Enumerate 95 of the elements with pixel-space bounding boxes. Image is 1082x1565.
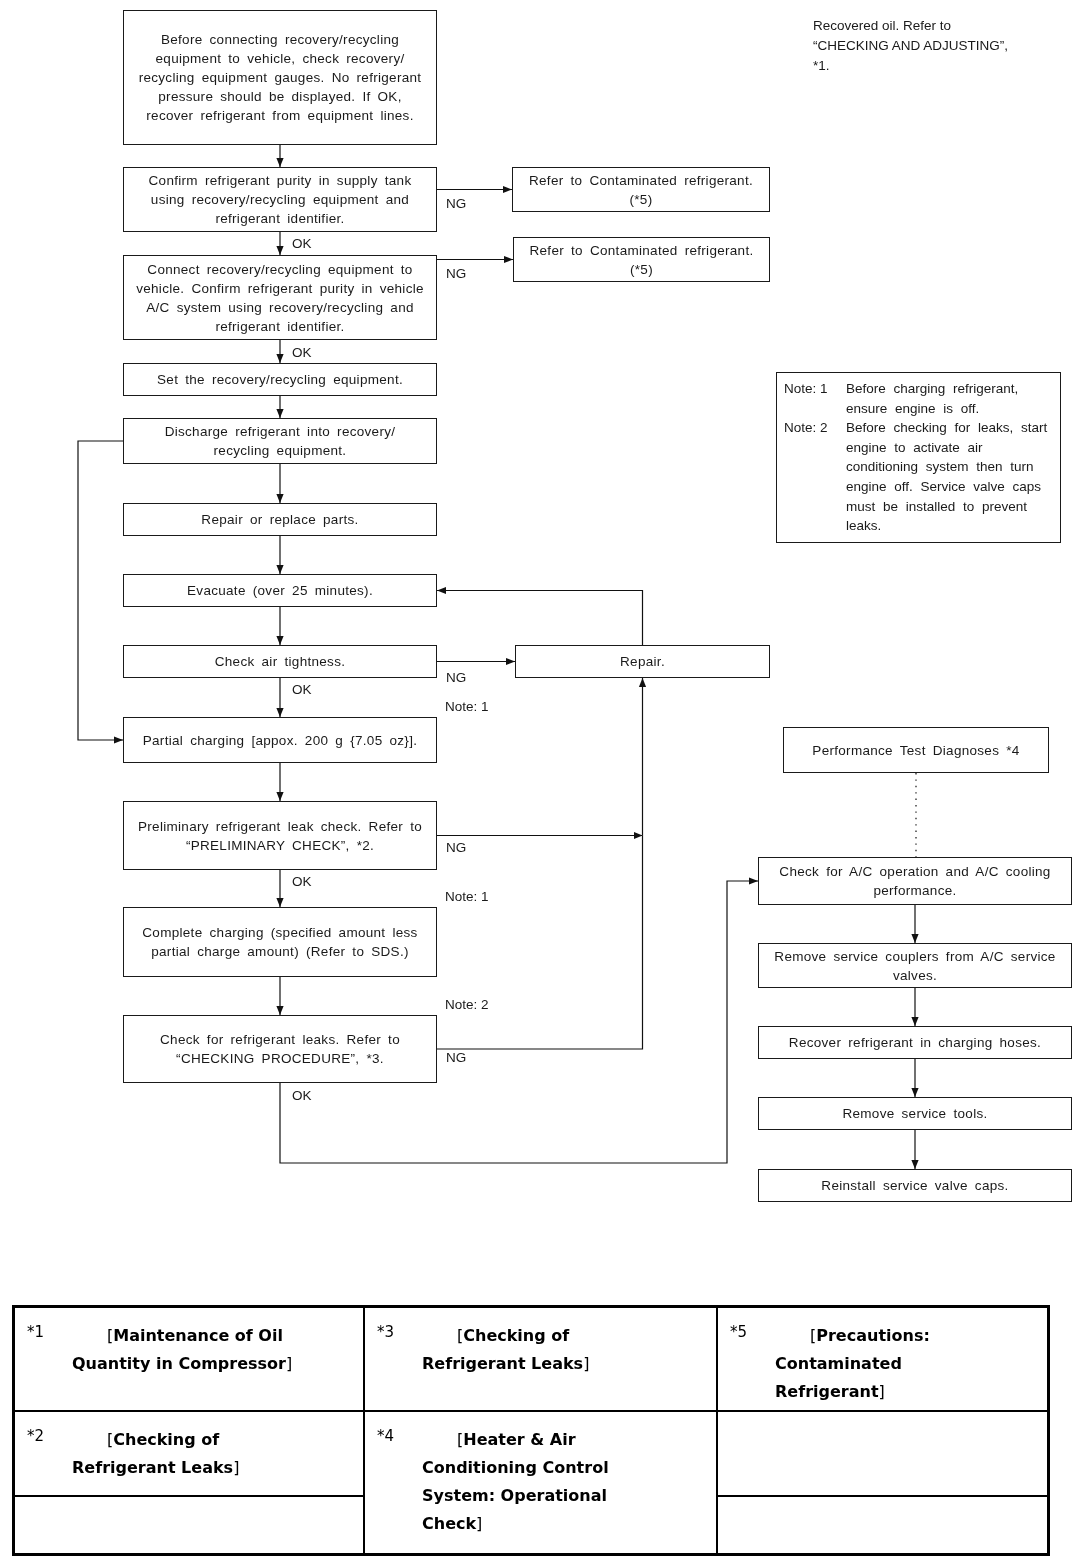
arrow xyxy=(911,904,919,944)
process-box xyxy=(123,363,437,396)
reference-title: [Maintenance of Oil Quantity in Compressor] xyxy=(72,1325,294,1375)
edge-label: NG xyxy=(445,840,468,855)
footnote-mark: *1 xyxy=(27,1322,45,1342)
arrow xyxy=(276,677,284,718)
reference-title: [Precautions: Contaminated Refrigerant] xyxy=(775,1325,931,1403)
step-text: Repair or replace parts. xyxy=(201,511,359,529)
process-box xyxy=(123,503,437,536)
step-text: Discharge refrigerant into recovery/ recycling equipment. xyxy=(163,423,397,460)
reference-title: [Checking of Refrigerant Leaks] xyxy=(72,1429,241,1479)
arrow xyxy=(436,657,516,666)
arrow xyxy=(436,586,644,646)
edge-label: NG xyxy=(445,266,468,281)
step-text: Reinstall service valve caps. xyxy=(821,1177,1009,1195)
edge-label: OK xyxy=(291,1088,313,1103)
arrow xyxy=(276,339,284,364)
edge-label: NG xyxy=(445,670,468,685)
arrow xyxy=(276,976,284,1016)
process-box xyxy=(123,1015,437,1083)
process-box xyxy=(123,10,437,145)
note-box xyxy=(776,372,1061,543)
step-text: Recover refrigerant in charging hoses. xyxy=(788,1034,1042,1052)
arrow xyxy=(911,1129,919,1170)
process-box xyxy=(123,907,437,977)
process-box xyxy=(123,255,437,340)
step-text: Check for refrigerant leaks. Refer to “CHECKING PROCEDURE”, *3. xyxy=(159,1031,401,1068)
step-text: Complete charging (specified amount less partial charge amount) (Refer to SDS.) xyxy=(141,924,419,961)
footnote-mark: *5 xyxy=(730,1322,748,1342)
arrow xyxy=(276,144,284,168)
arrow xyxy=(436,185,513,194)
process-box xyxy=(123,645,437,678)
edge-label: NG xyxy=(445,1050,468,1065)
note-reference: Note: 1 xyxy=(445,699,489,714)
connector-line xyxy=(436,834,644,1050)
arrow xyxy=(436,255,514,264)
process-box xyxy=(758,1169,1072,1202)
step-text: Performance Test Diagnoses *4 xyxy=(812,741,1020,760)
arrow xyxy=(638,677,647,837)
step-text: Confirm refrigerant purity in supply tank using recovery/recycling equipment and refrigerant identifier. xyxy=(147,172,413,228)
step-text: Preliminary refrigerant leak check. Refer to “PRELIMINARY CHECK”, *2. xyxy=(136,817,423,855)
process-box xyxy=(758,1097,1072,1130)
note-text: Before charging refrigerant, ensure engine is off. xyxy=(846,380,1020,418)
edge-label: OK xyxy=(291,236,313,251)
edge-label: OK xyxy=(291,874,313,889)
arrow xyxy=(276,869,284,908)
note-text: Before checking for leaks, start engine to activate air conditioning system then turn engine off. Service valve caps must be installed to prevent leaks. xyxy=(846,419,1049,536)
reference-title: [Checking of Refrigerant Leaks] xyxy=(422,1325,591,1375)
step-text: Remove service tools. xyxy=(842,1105,988,1123)
arrow xyxy=(436,831,644,840)
reference-title: [Heater & Air Conditioning Control System: Operational Check] xyxy=(422,1429,610,1535)
step-text: Refer to Contaminated refrigerant. (*5) xyxy=(527,171,755,209)
note-number: Note: 1 xyxy=(784,380,828,398)
note-reference: Note: 2 xyxy=(445,997,489,1012)
process-box xyxy=(758,943,1072,988)
process-box xyxy=(512,167,770,212)
step-text: Check for A/C operation and A/C cooling performance. xyxy=(778,863,1052,900)
process-box xyxy=(758,1026,1072,1059)
footnote-mark: *2 xyxy=(27,1426,45,1446)
step-text: Set the recovery/recycling equipment. xyxy=(157,371,403,389)
footnote-mark: *3 xyxy=(377,1322,395,1342)
arrow xyxy=(77,440,124,744)
step-text: Refer to Contaminated refrigerant. (*5) xyxy=(528,241,755,279)
arrow xyxy=(279,877,759,1164)
process-box xyxy=(123,574,437,607)
arrow xyxy=(276,231,284,256)
process-box xyxy=(123,418,437,464)
step-text: Check air tightness. xyxy=(214,653,346,671)
footnote-mark: *4 xyxy=(377,1426,395,1446)
note-number: Note: 2 xyxy=(784,419,828,438)
process-box xyxy=(123,801,437,870)
step-text: Remove service couplers from A/C service valves. xyxy=(773,947,1057,985)
process-box xyxy=(758,857,1072,905)
process-box xyxy=(783,727,1049,773)
arrow xyxy=(911,1058,919,1098)
arrow xyxy=(276,463,284,504)
note-reference: Note: 1 xyxy=(445,889,489,904)
edge-label: OK xyxy=(291,345,313,360)
process-box xyxy=(123,167,437,232)
arrow xyxy=(276,535,284,575)
process-box xyxy=(513,237,770,282)
arrow xyxy=(911,987,919,1027)
process-box xyxy=(123,717,437,763)
edge-label: NG xyxy=(445,196,468,211)
arrow xyxy=(276,395,284,419)
arrow xyxy=(276,606,284,646)
step-text: Partial charging [appox. 200 g {7.05 oz}]. xyxy=(142,731,418,750)
step-text: Connect recovery/recycling equipment to vehicle. Confirm refrigerant purity in vehicle A/C system using recovery/recycling and refrigerant identifier. xyxy=(135,260,425,336)
arrow xyxy=(276,762,284,802)
reference-note: Recovered oil. Refer to “CHECKING AND ADJUSTING”, *1. xyxy=(813,17,1010,75)
step-text: Evacuate (over 25 minutes). xyxy=(187,582,373,600)
step-text: Repair. xyxy=(620,653,665,671)
step-text: Before connecting recovery/recycling equipment to vehicle, check recovery/ recycling equipment gauges. No refrigerant pressure should be displayed. If OK, recover refrigerant from equipment lines. xyxy=(137,31,423,125)
edge-label: OK xyxy=(291,682,313,697)
process-box xyxy=(515,645,770,678)
